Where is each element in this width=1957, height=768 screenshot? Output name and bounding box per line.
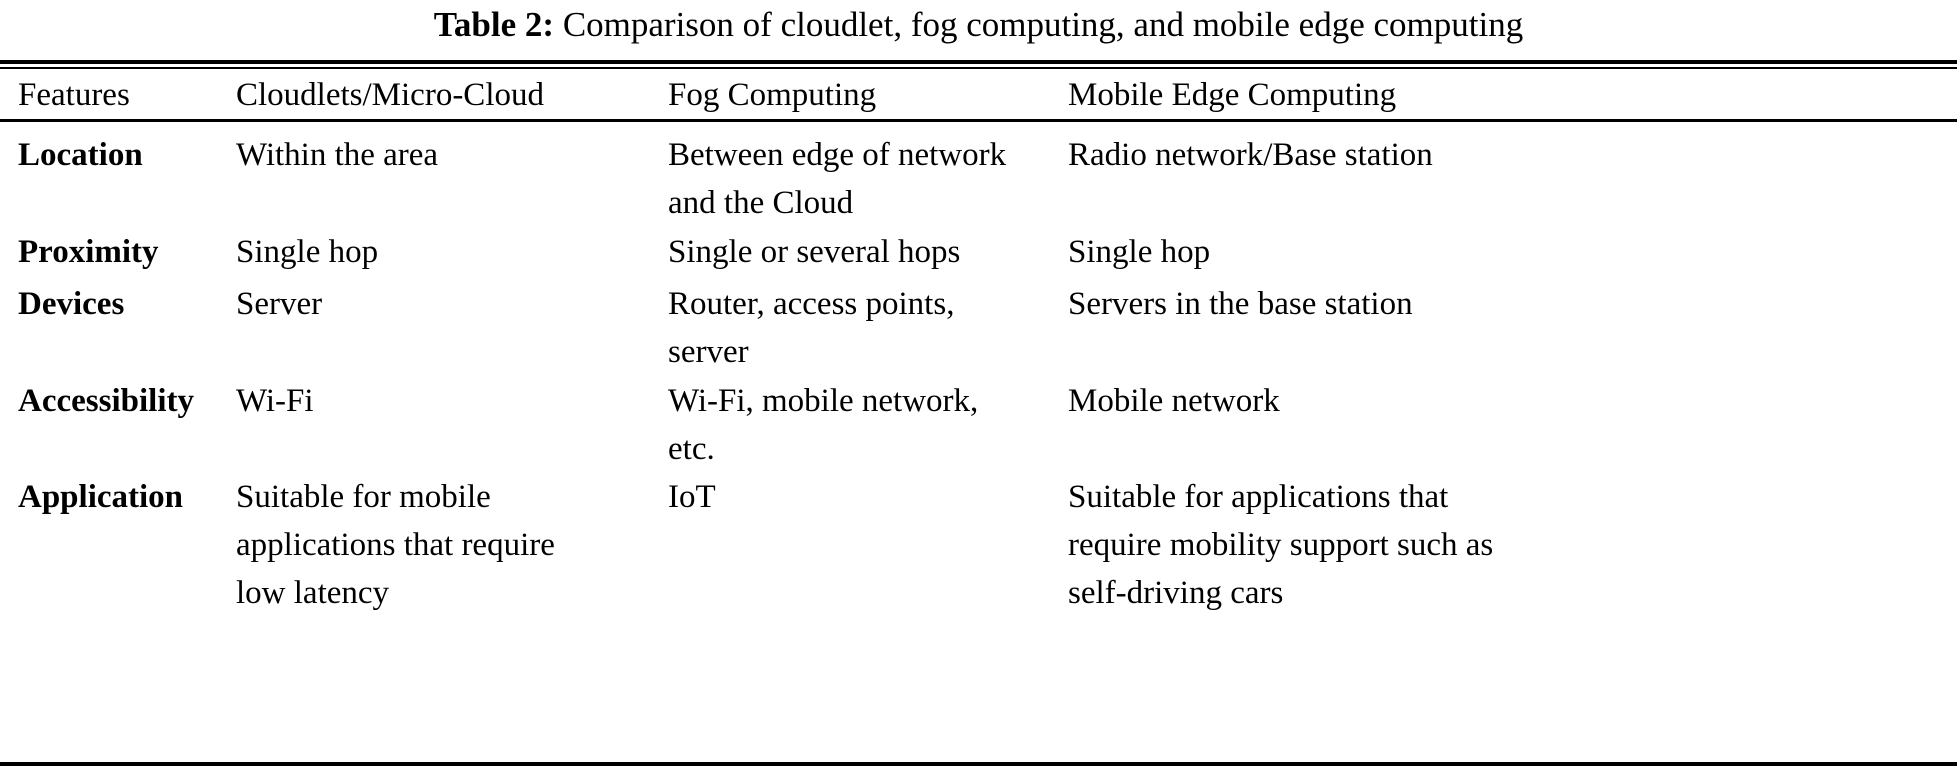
row-label-devices: Devices (18, 286, 125, 322)
cell-proximity-fog: Single or several hops (668, 234, 961, 270)
column-header-mec: Mobile Edge Computing (1068, 77, 1397, 113)
cell-accessibility-cloudlet: Wi-Fi (236, 383, 314, 419)
cell-accessibility-fog: Wi-Fi, mobile network, etc. (668, 383, 979, 467)
cell-proximity-mec: Single hop (1068, 234, 1211, 270)
table-top-rule-thick (0, 60, 1957, 64)
cell-accessibility-mec: Mobile network (1068, 383, 1280, 419)
cell-devices-mec: Servers in the base station (1068, 286, 1413, 322)
cell-location-cloudlet: Within the area (236, 137, 439, 173)
cell-proximity-cloudlet: Single hop (236, 234, 379, 270)
cell-devices-fog: Router, access points, server (668, 286, 955, 370)
row-label-location: Location (18, 137, 143, 173)
table-caption: Table 2: Comparison of cloudlet, fog com… (0, 2, 1957, 48)
cell-location-mec: Radio network/Base station (1068, 137, 1433, 173)
cell-location-fog: Between edge of network and the Cloud (668, 137, 1007, 221)
table-caption-label: Table 2: (433, 5, 555, 44)
row-label-accessibility: Accessibility (18, 383, 194, 419)
cell-devices-cloudlet: Server (236, 286, 323, 322)
row-label-application: Application (18, 479, 184, 515)
table-bottom-rule (0, 762, 1957, 766)
cell-application-fog: IoT (668, 479, 716, 515)
column-header-features: Features (18, 77, 130, 113)
column-header-fog: Fog Computing (668, 77, 877, 113)
table-caption-text: Comparison of cloudlet, fog computing, a… (562, 5, 1524, 44)
cell-application-mec: Suitable for applications that require m… (1068, 479, 1494, 611)
column-header-cloudlets: Cloudlets/Micro-Cloud (236, 77, 544, 113)
table-header-rule (0, 119, 1957, 122)
table-top-rule-thin (0, 67, 1957, 69)
row-label-proximity: Proximity (18, 234, 159, 270)
cell-application-cloudlet: Suitable for mobile applications that re… (236, 479, 555, 611)
